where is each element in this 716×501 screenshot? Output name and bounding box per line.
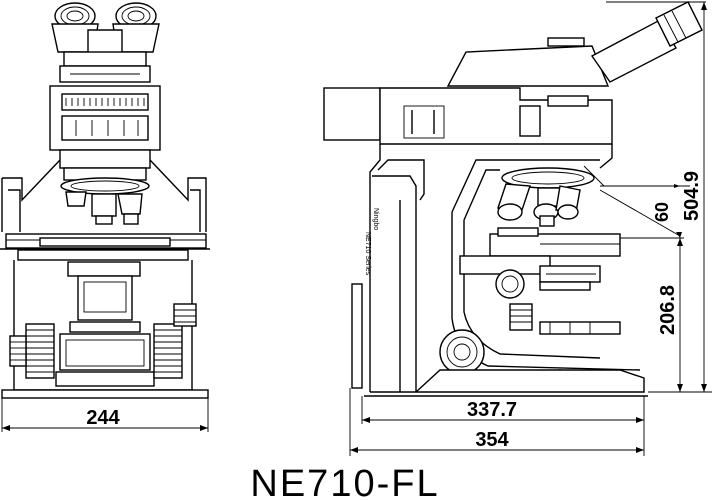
front-body bbox=[13, 260, 193, 391]
side-depth-total-label: 354 bbox=[475, 429, 509, 451]
side-height-total-dimension: 504.9 bbox=[606, 1, 712, 393]
side-height-stage-label: 206.8 bbox=[657, 285, 679, 335]
side-eyepiece-tube bbox=[590, 1, 703, 83]
side-objectives bbox=[497, 165, 605, 227]
model-name-caption: NE710-FL bbox=[250, 463, 439, 501]
front-head bbox=[49, 85, 161, 151]
front-focus-knob-left bbox=[9, 323, 55, 379]
side-depth-total-dimension: 354 bbox=[349, 388, 645, 456]
side-head bbox=[323, 37, 613, 145]
side-eyepiece-angle-label: 60 bbox=[652, 202, 672, 222]
side-eyepiece-angle-dimension: 60 bbox=[599, 184, 690, 238]
side-base bbox=[364, 369, 648, 397]
side-stage bbox=[459, 227, 621, 299]
front-width-label: 244 bbox=[86, 407, 120, 429]
side-brand-label: Ningbo NE710 Series bbox=[364, 208, 379, 276]
front-eyepieces bbox=[51, 2, 160, 83]
side-label-model: NE710 Series bbox=[364, 232, 371, 276]
front-width-dimension: 244 bbox=[1, 398, 209, 432]
side-view: Ningbo NE710 Series bbox=[323, 1, 712, 456]
side-depth-inner-dimension: 337.7 bbox=[361, 396, 645, 424]
side-label-brand: Ningbo bbox=[372, 208, 379, 230]
side-focus-knob bbox=[509, 303, 621, 335]
side-depth-inner-label: 337.7 bbox=[467, 399, 517, 421]
front-objectives bbox=[65, 191, 143, 225]
side-height-total-label: 504.9 bbox=[681, 171, 703, 221]
front-view: 244 bbox=[0, 2, 210, 432]
front-stage bbox=[0, 233, 210, 261]
front-base bbox=[1, 389, 209, 399]
side-height-stage-dimension: 206.8 bbox=[620, 237, 684, 392]
front-focus-knob-right bbox=[153, 303, 197, 379]
side-body bbox=[351, 144, 641, 392]
front-arm bbox=[1, 149, 207, 232]
